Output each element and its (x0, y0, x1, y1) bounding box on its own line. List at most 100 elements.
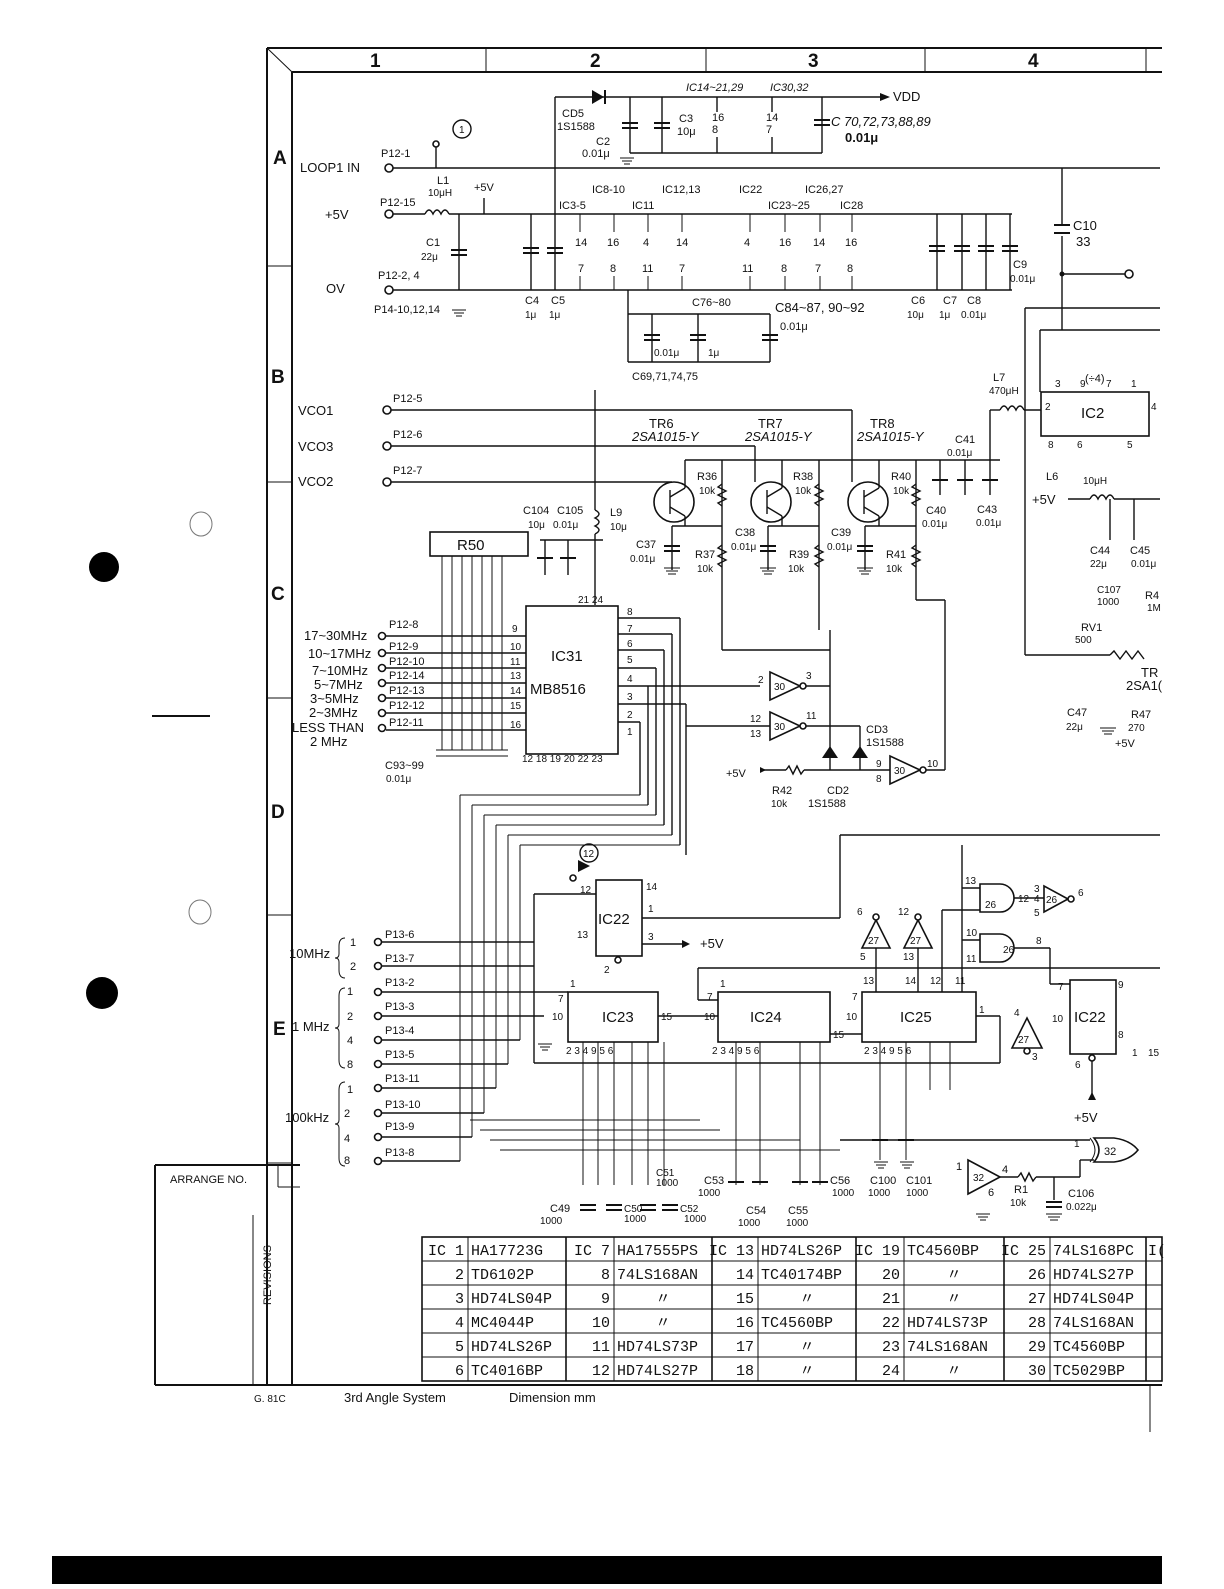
svg-text:C53: C53 (704, 1175, 724, 1187)
svg-text:5: 5 (860, 952, 866, 963)
svg-text:15: 15 (1148, 1048, 1160, 1059)
svg-text:P13-2: P13-2 (385, 977, 414, 989)
svg-text:11: 11 (806, 711, 817, 722)
svg-text:C37: C37 (636, 539, 656, 551)
svg-text:L7: L7 (993, 372, 1005, 384)
svg-text:1000: 1000 (684, 1214, 707, 1225)
svg-text:1 MHz: 1 MHz (292, 1019, 330, 1034)
svg-text:C38: C38 (735, 527, 755, 539)
svg-text:2: 2 (604, 965, 610, 976)
ic-table-cell: 12 (592, 1363, 610, 1380)
svg-text:IC23~25: IC23~25 (768, 200, 810, 212)
svg-text:6: 6 (1077, 440, 1083, 451)
svg-text:RV1: RV1 (1081, 622, 1102, 634)
svg-text:P13-10: P13-10 (385, 1099, 420, 1111)
counter-section: 12 IC22 12 14 1 13 3 2 +5V 10MHz 1 MHz 1… (285, 157, 1160, 1229)
ic-table-cell: HD74LS26P (471, 1339, 552, 1356)
svg-text:Dimension mm: Dimension mm (509, 1390, 596, 1405)
svg-text:C76~80: C76~80 (692, 297, 731, 309)
svg-text:4: 4 (627, 674, 633, 685)
svg-text:+5V: +5V (1032, 492, 1056, 507)
ic-table-cell: TD6102P (471, 1267, 534, 1284)
svg-text:TR6: TR6 (649, 416, 674, 431)
svg-text:1: 1 (627, 727, 633, 738)
svg-text:270: 270 (1128, 723, 1145, 734)
svg-text:0.01μ: 0.01μ (582, 148, 610, 160)
svg-text:14: 14 (676, 237, 688, 249)
ic-table-cell: HA17723G (471, 1243, 543, 1260)
svg-text:10μH: 10μH (428, 188, 452, 199)
diode-cd2 (822, 746, 838, 758)
svg-text:1: 1 (956, 1161, 962, 1173)
ic-table-cell: TC5029BP (1053, 1363, 1125, 1380)
preset-bus (459, 794, 840, 1161)
ic-table-cell: I( (1148, 1243, 1166, 1260)
svg-text:10k: 10k (795, 486, 812, 497)
svg-text:C 70,72,73,88,89: C 70,72,73,88,89 (831, 114, 931, 129)
svg-text:0.022μ: 0.022μ (1066, 1202, 1097, 1213)
svg-text:1: 1 (720, 979, 726, 990)
svg-text:14: 14 (575, 237, 587, 249)
svg-text:C106: C106 (1068, 1188, 1094, 1200)
svg-text:C56: C56 (830, 1175, 850, 1187)
svg-text:1μ: 1μ (549, 310, 561, 321)
ic-table-cell: 〃 (946, 1363, 961, 1380)
svg-text:1000: 1000 (906, 1188, 929, 1199)
svg-text:10: 10 (966, 928, 978, 939)
ic-table-cell: 6 (455, 1363, 464, 1380)
ic-table-cell: 21 (882, 1291, 900, 1308)
svg-text:P12-5: P12-5 (393, 393, 422, 405)
svg-text:10k: 10k (1010, 1198, 1027, 1209)
svg-text:7: 7 (578, 263, 584, 275)
svg-text:P12-9: P12-9 (389, 641, 418, 653)
svg-text:1000: 1000 (656, 1178, 679, 1189)
ic-table-cell: 〃 (655, 1315, 670, 1332)
svg-text:8: 8 (1118, 1030, 1124, 1041)
ic-table-cell: 29 (1028, 1339, 1046, 1356)
svg-text:1000: 1000 (1097, 597, 1120, 608)
svg-text:CD2: CD2 (827, 785, 849, 797)
svg-text:26: 26 (985, 900, 997, 911)
ic-table-cell: TC40174BP (761, 1267, 842, 1284)
svg-text:8: 8 (627, 607, 633, 618)
svg-text:P13-11: P13-11 (385, 1073, 420, 1085)
svg-text:P14-10,12,14: P14-10,12,14 (374, 304, 440, 316)
svg-text:LESS THAN: LESS THAN (292, 720, 364, 735)
svg-text:C7: C7 (943, 295, 957, 307)
svg-text:C50: C50 (624, 1204, 643, 1215)
svg-text:R41: R41 (886, 549, 906, 561)
svg-text:10k: 10k (788, 564, 805, 575)
svg-text:IC3-5: IC3-5 (559, 200, 586, 212)
svg-text:P13-3: P13-3 (385, 1001, 414, 1013)
svg-text:4: 4 (1002, 1164, 1008, 1176)
grid-row-labels: A B C D E (271, 148, 287, 1040)
svg-text:1S1588: 1S1588 (557, 121, 595, 133)
svg-text:C8: C8 (967, 295, 981, 307)
svg-text:C49: C49 (550, 1203, 570, 1215)
svg-text:R36: R36 (697, 471, 717, 483)
svg-text:6: 6 (627, 639, 633, 650)
svg-text:1: 1 (350, 937, 356, 949)
svg-text:9: 9 (1118, 980, 1124, 991)
svg-text:27: 27 (1018, 1035, 1030, 1046)
title-block: ARRANGE NO. REVISIONS G. 81C 3rd Angle S… (170, 1174, 596, 1405)
svg-text:(÷4): (÷4) (1085, 373, 1104, 385)
punch-mark-top (89, 552, 119, 582)
svg-text:1000: 1000 (624, 1214, 647, 1225)
svg-text:8: 8 (847, 263, 853, 275)
svg-text:1: 1 (1132, 1048, 1138, 1059)
svg-text:2: 2 (758, 675, 764, 686)
ic-table-cell: 9 (601, 1291, 610, 1308)
svg-text:7: 7 (852, 992, 858, 1003)
svg-text:1000: 1000 (868, 1188, 891, 1199)
svg-text:10k: 10k (699, 486, 716, 497)
svg-text:0.01μ: 0.01μ (654, 348, 679, 359)
svg-text:15: 15 (661, 1012, 673, 1023)
svg-text:3: 3 (806, 671, 812, 682)
svg-text:10~17MHz: 10~17MHz (308, 646, 371, 661)
svg-text:32: 32 (973, 1173, 985, 1184)
svg-text:CD3: CD3 (866, 724, 888, 736)
ic-table-cell: IC 19 (855, 1243, 900, 1260)
